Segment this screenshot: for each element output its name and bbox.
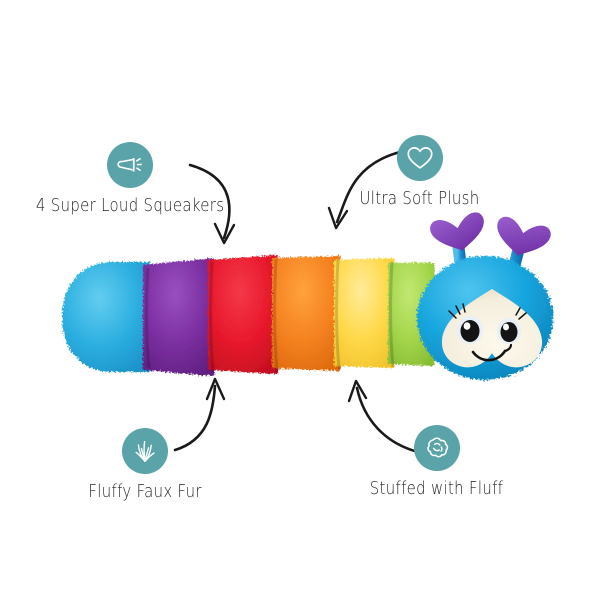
- segment-seams: [145, 258, 395, 373]
- caterpillar-head: [417, 256, 553, 380]
- squeaker-horn-icon: [117, 157, 143, 172]
- fluff-cloud-icon: [427, 437, 449, 458]
- fluff-cloud-icon-badge: [414, 425, 460, 471]
- body-segments: [62, 255, 436, 376]
- mouth: [471, 349, 507, 362]
- eyes: [448, 303, 527, 344]
- fur-grass-icon-badge: [122, 428, 168, 474]
- antennae: [430, 212, 551, 308]
- segment-red: [208, 255, 280, 374]
- feature-plush[interactable]: Ultra Soft Plush: [305, 135, 535, 209]
- heart-icon: [407, 147, 433, 169]
- segment-purple: [143, 258, 216, 376]
- segment-yellow: [334, 258, 396, 368]
- segment-orange: [272, 256, 342, 371]
- heart-icon-badge: [397, 135, 443, 181]
- feature-label-plush: Ultra Soft Plush: [359, 188, 480, 209]
- feature-squeakers[interactable]: 4 Super Loud Squeakers: [15, 142, 245, 216]
- feature-label-fluff: Stuffed with Fluff: [370, 478, 504, 499]
- face: [441, 288, 543, 368]
- feature-label-squeakers: 4 Super Loud Squeakers: [35, 195, 225, 216]
- fur-grass-icon: [135, 440, 155, 463]
- feature-fluff[interactable]: Stuffed with Fluff: [322, 425, 552, 499]
- feature-fur[interactable]: Fluffy Faux Fur: [30, 428, 260, 502]
- feature-label-fur: Fluffy Faux Fur: [88, 481, 202, 502]
- segment-green: [388, 262, 436, 366]
- squeaker-horn-icon-badge: [107, 142, 153, 188]
- segment-tail: [62, 262, 151, 372]
